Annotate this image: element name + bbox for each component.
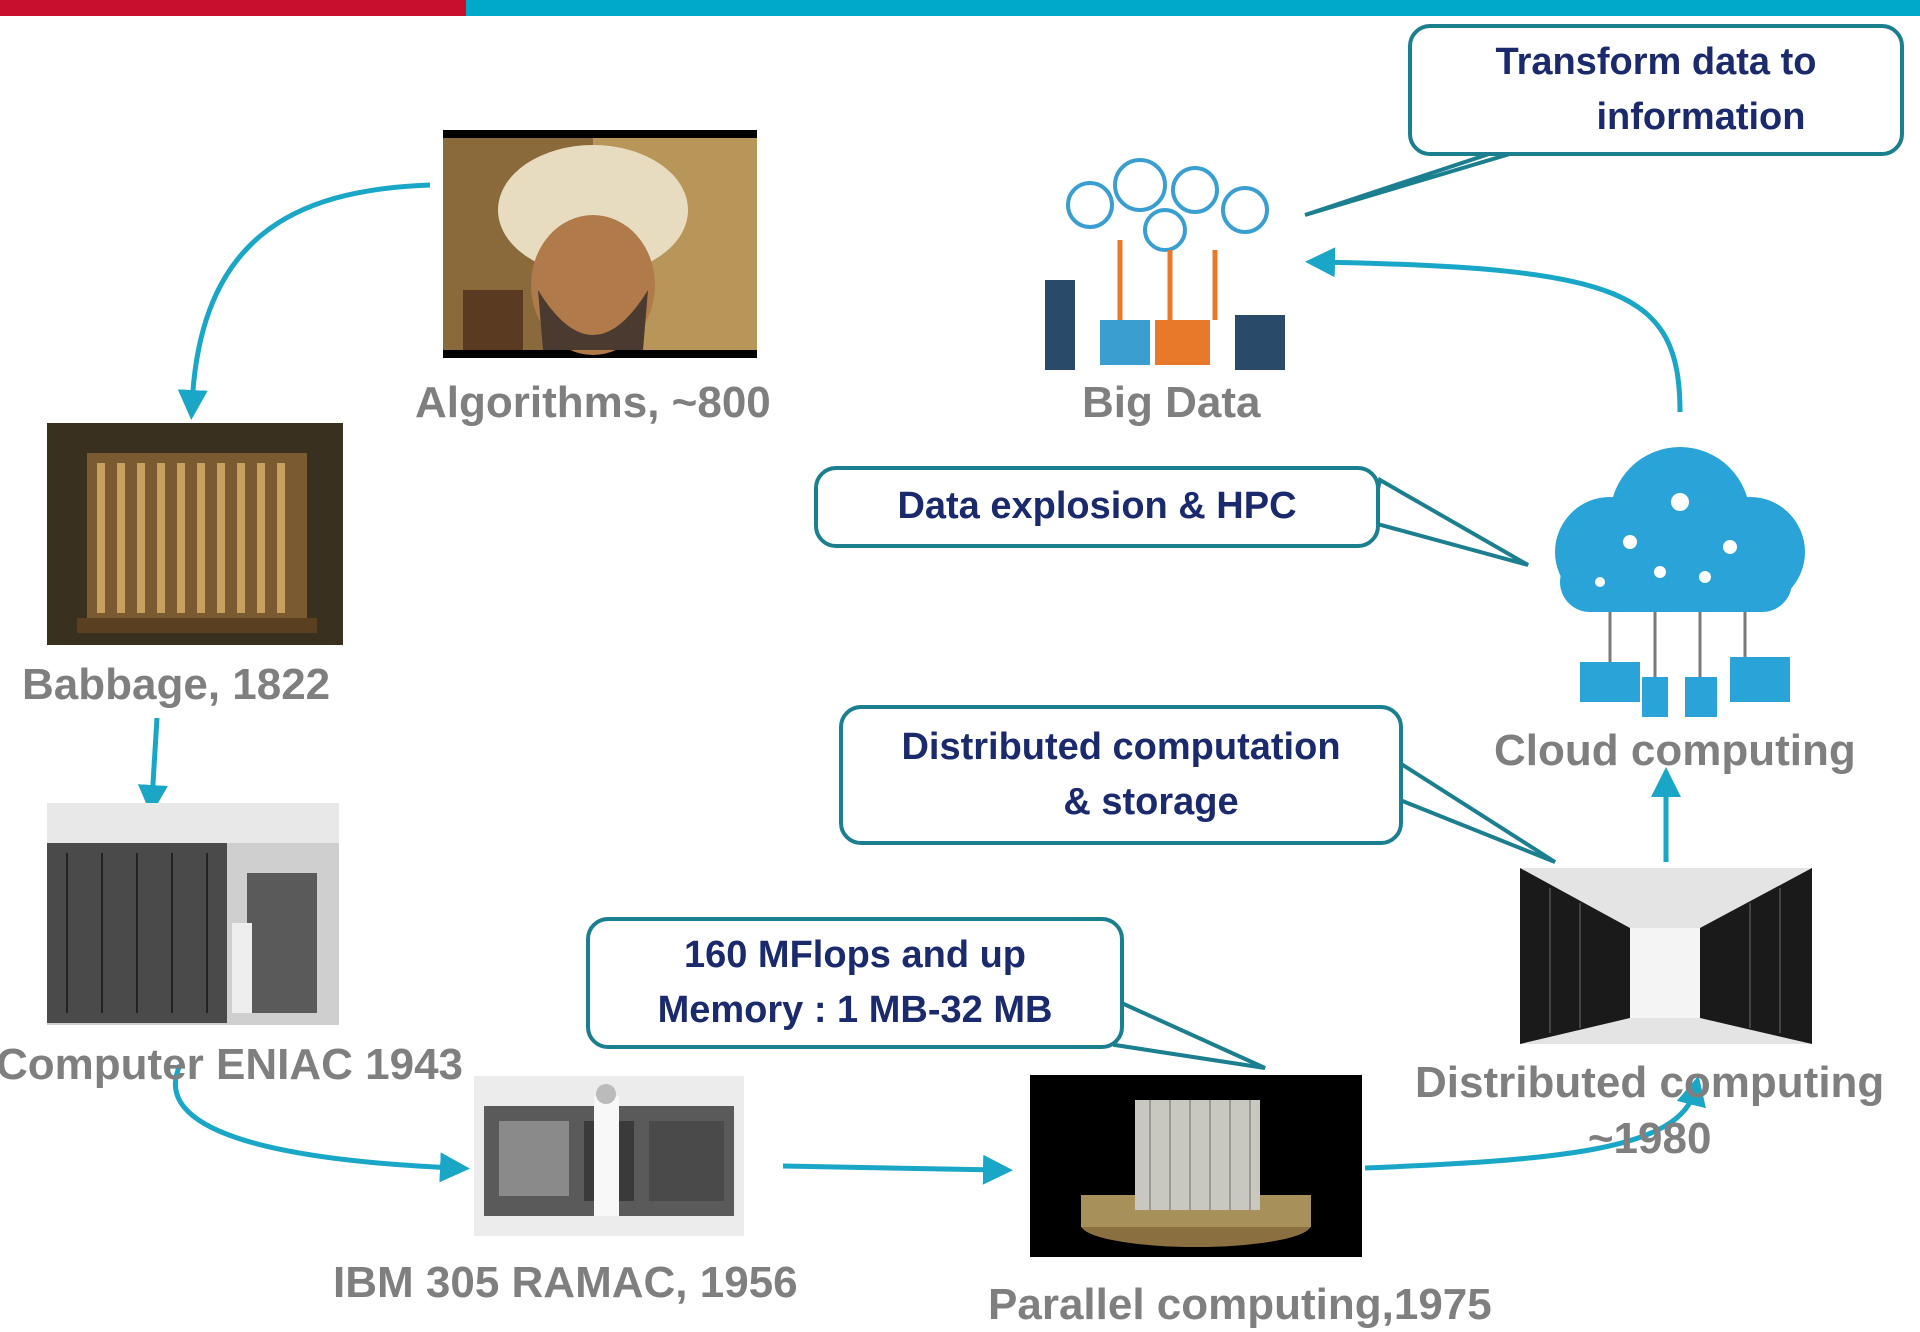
arrow-cloud-to-bigdata (1305, 247, 1683, 413)
callout-transform-line1: Transform data to (1495, 40, 1817, 83)
callout-distcomp-line2: & storage (1063, 781, 1239, 823)
ibm-ramac-image (474, 1076, 744, 1236)
eniac-image (47, 803, 339, 1025)
callout-distributed-computation: Distributed computation & storage (839, 705, 1403, 845)
ibm-label: IBM 305 RAMAC, 1956 (333, 1258, 798, 1307)
callout-mflops-line1: 160 MFlops and up (683, 933, 1027, 976)
eniac-label: Computer ENIAC 1943 (0, 1040, 464, 1089)
bigdata-label: Big Data (1082, 378, 1261, 427)
arrow-algorithms-to-babbage (177, 182, 431, 420)
cray-supercomputer-image (1030, 1075, 1362, 1257)
cloud-label: Cloud computing (1494, 726, 1856, 775)
callout-explosion-text: Data explosion & HPC (897, 485, 1297, 528)
header-bar-red (0, 0, 466, 16)
callout-data-explosion: Data explosion & HPC (814, 466, 1380, 548)
babbage-engine-image (47, 423, 343, 645)
bigdata-image (1030, 150, 1300, 375)
distributed-label-line2: ~1980 (1587, 1114, 1712, 1164)
babbage-label: Babbage, 1822 (22, 660, 331, 709)
arrow-ibm-to-parallel (782, 1154, 1013, 1185)
callout-tail-mflops (1113, 996, 1266, 1070)
server-room-image (1520, 868, 1812, 1044)
algorithms-portrait-image (443, 130, 757, 358)
arrow-parallel-to-distributed (1364, 1075, 1706, 1171)
distributed-label: Distributed computing ~1980 (1415, 1055, 1884, 1168)
algorithms-label: Algorithms, ~800 (415, 378, 771, 427)
callout-mflops-memory: 160 MFlops and up Memory : 1 MB-32 MB (586, 917, 1124, 1049)
header-bar-teal (466, 0, 1920, 16)
arrow-babbage-to-eniac (137, 717, 168, 815)
arrow-eniac-to-ibm (172, 1063, 470, 1183)
callout-transform-data: Transform data to information (1408, 24, 1904, 156)
parallel-label: Parallel computing,1975 (988, 1280, 1492, 1329)
callout-transform-line2: information (1596, 96, 1806, 138)
cloud-computing-image (1530, 432, 1822, 728)
distributed-label-line1: Distributed computing (1415, 1058, 1885, 1107)
callout-mflops-line2: Memory : 1 MB-32 MB (657, 989, 1053, 1031)
callout-tail-explosion (1367, 476, 1529, 567)
callout-distcomp-line1: Distributed computation (901, 725, 1341, 768)
